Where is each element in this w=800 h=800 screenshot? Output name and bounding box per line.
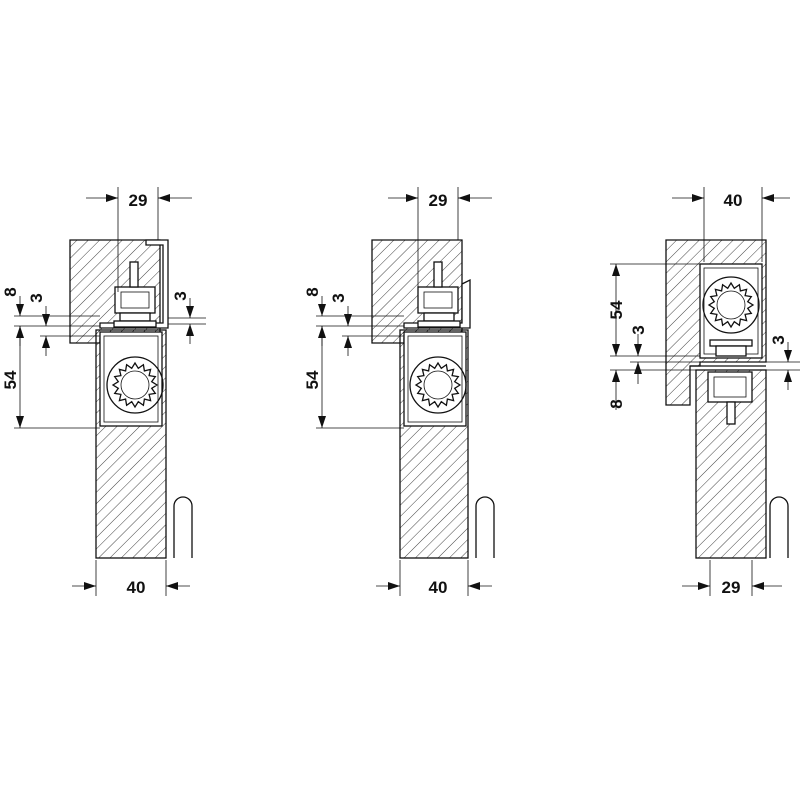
carriage-washer [417, 320, 461, 328]
dimensions-right: 40 29 54 3 8 [607, 187, 800, 597]
dim-right-3: 3 [769, 335, 788, 344]
angle-bracket [99, 239, 169, 329]
door-stop [173, 496, 193, 558]
dim-3: 3 [629, 325, 648, 334]
dim-right-3: 3 [171, 291, 190, 300]
roller-housing [99, 331, 163, 427]
toothed-roller [409, 356, 467, 414]
dimensions-middle: 29 40 8 3 54 [303, 187, 492, 597]
dim-3: 3 [329, 293, 348, 302]
dim-bottom-40: 40 [429, 578, 448, 597]
dim-8: 8 [303, 287, 322, 296]
door-stop [475, 496, 495, 558]
carriage-inner [713, 376, 747, 398]
carriage-inner [423, 291, 453, 309]
suspension-bolt [726, 401, 736, 425]
carriage-nut [119, 312, 151, 322]
door-stop [769, 496, 789, 558]
dim-8: 8 [1, 287, 20, 296]
dim-top-40: 40 [724, 191, 743, 210]
diagram-left: 29 40 8 3 54 [1, 187, 206, 597]
dimensions-left: 29 40 8 3 54 [1, 187, 206, 597]
carriage-nut [715, 345, 747, 357]
carriage-washer [709, 339, 753, 347]
carriage-inner [120, 291, 150, 309]
roller-housing [403, 331, 467, 427]
diagram-middle: 29 40 8 3 54 [303, 187, 495, 597]
carriage-washer [113, 320, 157, 328]
roller-carriage [417, 286, 459, 314]
dim-54: 54 [607, 300, 626, 319]
housing-inner [103, 335, 159, 423]
housing-inner [407, 335, 463, 423]
dim-54: 54 [1, 370, 20, 389]
diagram-right: 40 29 54 3 8 [607, 187, 800, 597]
toothed-roller [106, 356, 164, 414]
roller-carriage [707, 371, 753, 403]
suspension-bolt [433, 261, 443, 288]
dim-bottom-40: 40 [127, 578, 146, 597]
dim-54: 54 [303, 370, 322, 389]
dim-bottom-29: 29 [722, 578, 741, 597]
dim-3: 3 [27, 293, 46, 302]
suspension-bolt [129, 261, 139, 288]
dim-top-29: 29 [429, 191, 448, 210]
toothed-roller [702, 276, 760, 334]
dim-8: 8 [607, 399, 626, 408]
carriage-nut [423, 312, 455, 322]
dim-top-29: 29 [129, 191, 148, 210]
side-rail [403, 278, 471, 329]
